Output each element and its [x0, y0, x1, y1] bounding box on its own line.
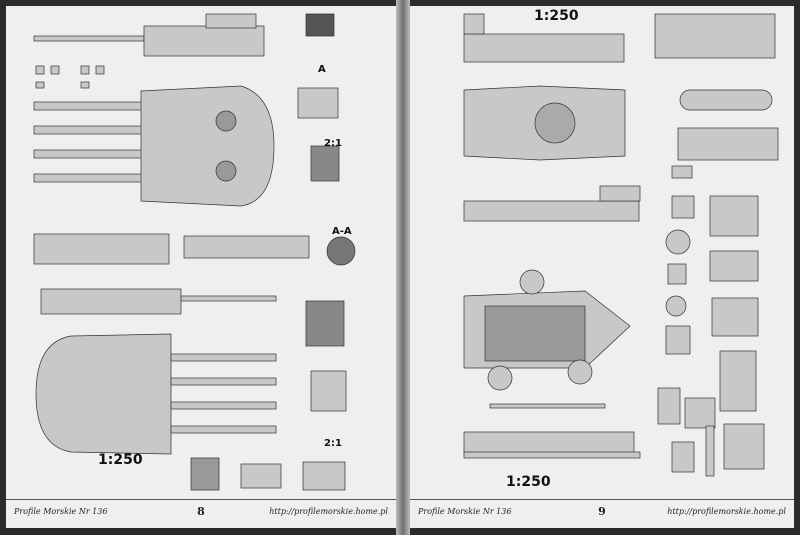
gun-mechanism-details [297, 13, 356, 412]
bottom-details [190, 457, 346, 491]
deck-plan-view [463, 269, 631, 391]
small-parts-lower [657, 387, 716, 477]
turret-top-view-lower [35, 333, 277, 455]
deck-side-view [463, 185, 641, 222]
section-label: A-A [332, 226, 352, 237]
scale-label-bottom: 1:250 [506, 474, 551, 490]
website-url: http://profilemorskie.home.pl [269, 507, 388, 516]
left-page-drawings [33, 13, 356, 491]
turret-base-side [33, 233, 310, 265]
page-number: 9 [598, 505, 606, 518]
left-page-footer: Profile Morskie Nr 136 8 http://profilem… [6, 499, 396, 522]
right-page-drawings [463, 13, 779, 477]
right-page: 1:250 1:250 Profile Morskie Nr 136 9 htt… [410, 6, 794, 528]
small-fittings [35, 65, 105, 89]
book-gutter [396, 0, 410, 535]
left-page: 2:1 A-A A 2:1 1:250 Profile Morskie Nr 1… [6, 6, 396, 528]
turret-side-view-top [33, 13, 265, 57]
superstructure-side-top [463, 13, 776, 63]
scale-label: 1:250 [98, 452, 143, 468]
ratio-label-2: 2:1 [324, 438, 342, 449]
right-page-footer: Profile Morskie Nr 136 9 http://profilem… [410, 499, 794, 522]
ratio-label-1: 2:1 [324, 138, 342, 149]
publication-title: Profile Morskie Nr 136 [14, 507, 108, 516]
marker-label: A [318, 64, 326, 75]
fittings-right-column [665, 165, 765, 470]
bridge-side-view [463, 403, 641, 459]
scale-label-top: 1:250 [534, 8, 579, 24]
turret-top-view-upper [33, 85, 275, 207]
turret-side-view-lower [40, 288, 277, 315]
page-number: 8 [197, 505, 205, 518]
superstructure-top-view [463, 85, 779, 161]
publication-title: Profile Morskie Nr 136 [418, 507, 512, 516]
website-url: http://profilemorskie.home.pl [667, 507, 786, 516]
